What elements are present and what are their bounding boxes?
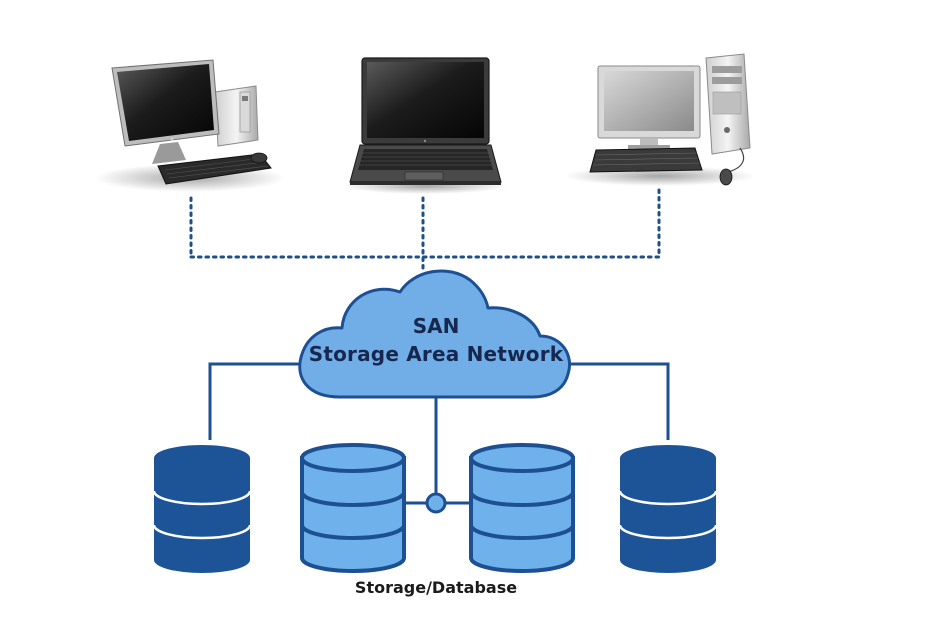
connector-right — [555, 362, 670, 440]
database-icon-2 — [300, 443, 406, 573]
desktop-tower-pc-icon — [565, 53, 755, 186]
cloud-label: SAN Storage Area Network — [300, 312, 572, 368]
cloud-title: SAN — [412, 314, 460, 338]
database-icon-1 — [152, 445, 252, 573]
cloud-subtitle: Storage Area Network — [308, 342, 564, 366]
dotted-connections — [189, 188, 661, 274]
connector-left — [208, 362, 320, 440]
san-cloud-icon — [298, 269, 571, 399]
storage-label: Storage/Database — [354, 578, 518, 597]
hub-node-icon — [425, 492, 447, 514]
database-icon-4 — [618, 445, 718, 573]
all-in-one-desktop-icon — [95, 59, 285, 192]
database-icon-3 — [469, 443, 575, 573]
laptop-icon — [343, 57, 507, 194]
